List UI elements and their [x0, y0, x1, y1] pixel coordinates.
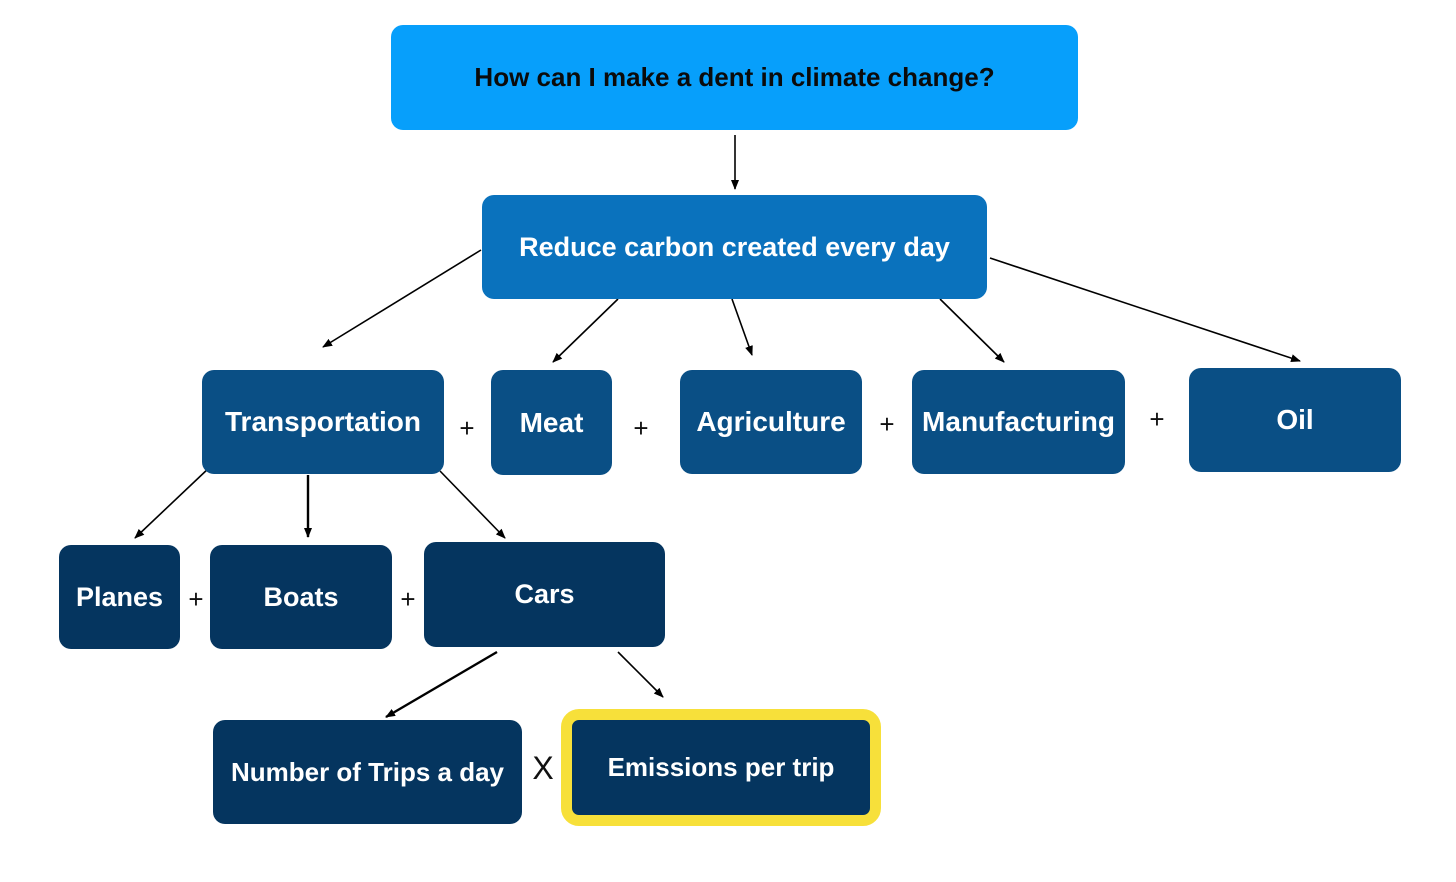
- plus-operator: +: [400, 584, 416, 614]
- arrow-goal-to-agriculture: [731, 298, 753, 356]
- arrow-goal-to-transportation: [322, 249, 482, 348]
- plus-operator: +: [1149, 404, 1165, 434]
- plus-operator: +: [459, 413, 475, 443]
- arrow-transportation-to-cars: [439, 470, 506, 539]
- factor-emissions-per-trip: Emissions per trip: [561, 709, 881, 826]
- multiply-operator: X: [532, 750, 554, 786]
- category-agriculture: Agriculture: [680, 370, 862, 474]
- mode-cars: Cars: [424, 542, 665, 647]
- category-oil: Oil: [1189, 368, 1401, 472]
- category-transportation: Transportation: [202, 370, 444, 474]
- arrow-transportation-to-planes: [134, 466, 211, 539]
- plus-operator: +: [879, 409, 895, 439]
- arrow-cars-to-trips: [385, 650, 498, 719]
- plus-operator: +: [188, 584, 204, 614]
- mode-planes: Planes: [59, 545, 180, 649]
- plus-operator: +: [633, 413, 649, 443]
- arrow-goal-to-meat: [552, 298, 619, 363]
- goal-box: Reduce carbon created every day: [482, 195, 987, 299]
- arrow-cars-to-emissions: [617, 651, 664, 698]
- question-box: How can I make a dent in climate change?: [391, 25, 1078, 130]
- category-manufacturing: Manufacturing: [912, 370, 1125, 474]
- arrow-goal-to-manufacturing: [939, 298, 1005, 363]
- arrow-goal-to-oil: [989, 257, 1301, 362]
- mode-boats: Boats: [210, 545, 392, 649]
- category-meat: Meat: [491, 370, 612, 475]
- factor-number-of-trips: Number of Trips a day: [213, 720, 522, 824]
